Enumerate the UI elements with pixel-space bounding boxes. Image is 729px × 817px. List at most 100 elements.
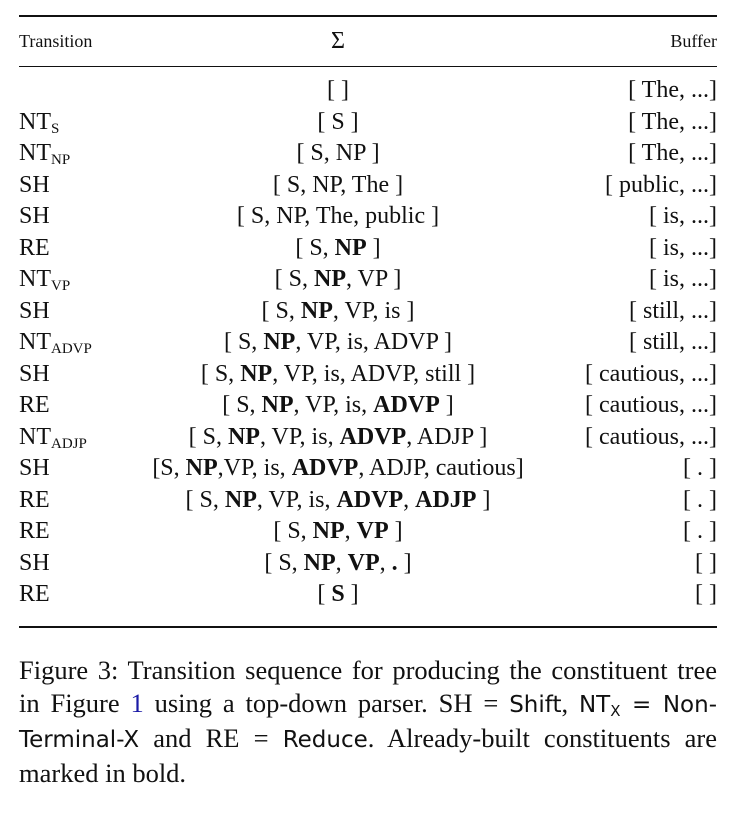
stack-text: [ S, NP, The, public ] [236, 203, 440, 229]
transition-cell: SH [19, 203, 50, 229]
stack-text: [S, [152, 455, 186, 481]
stack-text: [ [317, 581, 332, 607]
stack-text: , VP, is, [256, 486, 337, 513]
transition-cell: SH [19, 297, 50, 324]
buffer-cell: [ ] [695, 581, 717, 607]
transition-cell: RE [19, 581, 50, 607]
buffer-cell: [ The, ...] [628, 77, 717, 103]
stack-cell: [ S ] [0, 107, 676, 139]
built-constituent: ADVP [373, 392, 440, 418]
stack-cell: [ S, NP, VP, is, ADVP, ADJP ] [0, 485, 676, 517]
built-constituent: NP [312, 518, 345, 544]
transition-cell: RE [19, 392, 50, 418]
built-constituent: NP [261, 392, 294, 418]
stack-text: [ ] [327, 77, 349, 103]
table-row: NTVP[ S, NP, VP ][ is, ...] [0, 264, 729, 296]
stack-text: ,VP, is, [217, 455, 292, 481]
table-row: SH[S, NP,VP, is, ADVP, ADJP, cautious][ … [0, 453, 729, 485]
table-row: [ ] [ The, ...] [0, 75, 729, 107]
transition-cell: NTADVP [19, 329, 92, 357]
stack-text: ] [397, 549, 412, 576]
table-header-rule [19, 66, 717, 67]
caption-text: Figure 3: Transition sequence for produc… [19, 655, 717, 718]
built-constituent: . [391, 549, 398, 576]
caption-nt: NTX [578, 692, 621, 720]
figure-reference-link[interactable]: 1 [130, 688, 144, 718]
stack-text: , [403, 486, 416, 513]
stack-text: ] [388, 518, 403, 544]
stack-text: , [379, 549, 392, 576]
caption-nonterminal: Non-Terminal-X [19, 692, 717, 753]
table-row: SH[ S, NP, The, public ][ is, ...] [0, 201, 729, 233]
table-row: RE[ S, NP, VP, is, ADVP ][ cautious, ...… [0, 390, 729, 422]
stack-text: , VP, is ] [332, 297, 415, 324]
table-row: SH[ S, NP, VP, . ][ ] [0, 548, 729, 580]
header-transition: Transition [19, 30, 93, 51]
built-constituent: NP [185, 455, 218, 481]
built-constituent: S [331, 581, 345, 607]
stack-text: [ S, [264, 549, 304, 576]
transition-cell: NTADJP [19, 423, 87, 452]
built-constituent: NP [313, 266, 346, 292]
transition-cell: RE [19, 234, 50, 261]
built-constituent: ADJP [415, 486, 477, 513]
built-constituent: VP [347, 549, 380, 576]
built-constituent: NP [224, 486, 257, 513]
caption-text: , [561, 688, 579, 718]
table-row: NTADJP[ S, NP, VP, is, ADVP, ADJP ][ cau… [0, 422, 729, 454]
stack-text: , [344, 518, 357, 544]
header-stack-sigma: Σ [331, 27, 345, 54]
stack-text: , VP, is, ADVP ] [295, 329, 453, 355]
buffer-cell: [ cautious, ...] [585, 360, 717, 387]
stack-cell: [ S, NP, The ] [0, 170, 676, 202]
caption-equals: = [620, 692, 663, 718]
stack-text: , ADJP ] [406, 423, 488, 450]
buffer-cell: [ is, ...] [649, 234, 717, 261]
table-row: SH[ S, NP, VP, is, ADVP, still ][ cautio… [0, 359, 729, 391]
stack-text: [ S, NP ] [296, 140, 380, 166]
buffer-cell: [ still, ...] [629, 329, 717, 355]
buffer-cell: [ cautious, ...] [585, 392, 717, 418]
table-row: RE [ S ] [ ] [0, 579, 729, 611]
table-row: SH [ S, NP, The ] [ public, ...] [0, 170, 729, 202]
buffer-cell: [ . ] [683, 455, 717, 481]
table-row: RE[ S, NP, VP ] [ . ] [0, 516, 729, 548]
built-constituent: NP [240, 360, 273, 387]
stack-cell: [ S, NP, VP, . ] [0, 548, 676, 580]
built-constituent: ADVP [336, 486, 404, 513]
stack-text: , VP ] [345, 266, 402, 292]
table-row: SH[ S, NP, VP, is ][ still, ...] [0, 296, 729, 328]
buffer-cell: [ The, ...] [628, 140, 717, 166]
stack-cell: [ S, NP, VP, is, ADVP ] [0, 327, 676, 359]
stack-text: ] [476, 486, 491, 513]
buffer-cell: [ . ] [683, 518, 717, 544]
transition-cell: SH [19, 549, 50, 576]
built-constituent: ADVP [339, 423, 407, 450]
transition-cell: NTS [19, 108, 60, 137]
stack-cell: [ S, NP, VP, is, ADVP, ADJP ] [0, 422, 676, 454]
stack-text: ] [344, 581, 359, 607]
stack-cell: [ S, NP, VP ] [0, 516, 676, 548]
table-row: RE[ S, NP, VP, is, ADVP, ADJP ][ . ] [0, 485, 729, 517]
stack-text: ] [439, 392, 454, 418]
stack-text: ] [366, 234, 381, 261]
stack-text: [ S, [274, 266, 314, 292]
buffer-cell: [ public, ...] [605, 171, 717, 198]
stack-text: [ S, NP, The ] [272, 171, 404, 198]
header-buffer: Buffer [670, 30, 717, 51]
buffer-cell: [ still, ...] [629, 297, 717, 324]
transition-cell: NTNP [19, 140, 71, 168]
stack-text: , VP, is, ADVP, still ] [272, 360, 476, 387]
stack-text: [ S, [185, 486, 225, 513]
transition-cell: SH [19, 171, 50, 198]
stack-cell: [ S, NP, VP, is, ADVP ] [0, 390, 676, 422]
stack-text: , VP, is, [259, 423, 340, 450]
transition-cell: RE [19, 518, 50, 544]
built-constituent: NP [263, 329, 296, 355]
stack-cell: [ S, NP, VP ] [0, 264, 676, 296]
table-top-rule [19, 15, 717, 17]
stack-text: [ S, [188, 423, 228, 450]
table-row: RE[ S, NP ][ is, ...] [0, 233, 729, 265]
stack-text: [ S, [273, 518, 313, 544]
stack-text: , VP, is, [293, 392, 374, 418]
